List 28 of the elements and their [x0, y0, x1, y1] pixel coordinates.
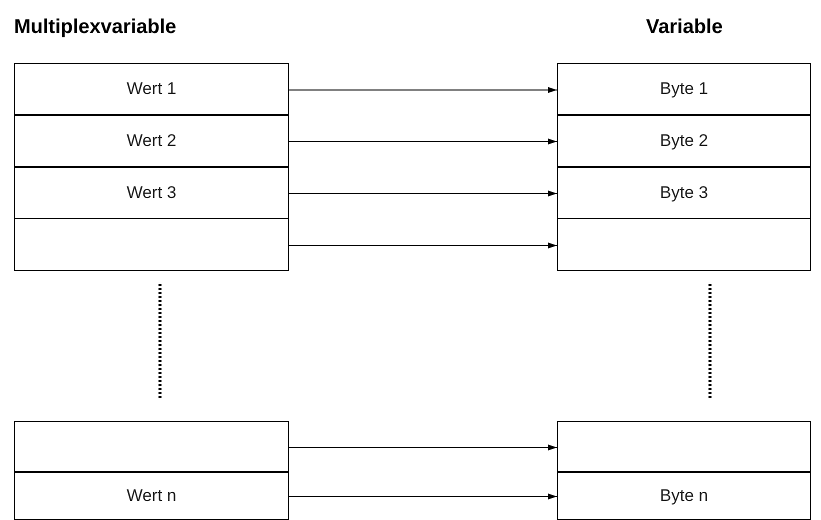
- row-text: Byte 1: [660, 79, 708, 99]
- row-text: Byte 3: [660, 183, 708, 203]
- row-text: Wert 3: [126, 183, 176, 203]
- table-row: [557, 114, 811, 167]
- row-text: Wert 1: [126, 79, 176, 99]
- arrow: [288, 87, 558, 93]
- row-text: Wert 2: [126, 131, 176, 151]
- table-row: [14, 471, 289, 520]
- arrow: [288, 494, 558, 500]
- column-heading: Multiplexvariable: [14, 16, 176, 39]
- table-row: [557, 471, 811, 520]
- column-heading: Variable: [646, 16, 723, 39]
- arrow: [288, 242, 558, 248]
- arrow: [288, 138, 558, 144]
- row-text: Byte 2: [660, 131, 708, 151]
- table-row: [14, 114, 289, 167]
- table-row: [557, 421, 811, 472]
- arrow: [288, 444, 558, 450]
- table-row: [557, 218, 811, 271]
- row-text: Byte n: [660, 486, 708, 506]
- row-text: Wert n: [126, 486, 176, 506]
- table-row: [557, 63, 811, 115]
- arrow: [288, 190, 558, 196]
- table-row: [14, 421, 289, 472]
- table-row: [557, 166, 811, 219]
- table-row: [14, 218, 289, 271]
- table-row: [14, 166, 289, 219]
- table-row: [14, 63, 289, 115]
